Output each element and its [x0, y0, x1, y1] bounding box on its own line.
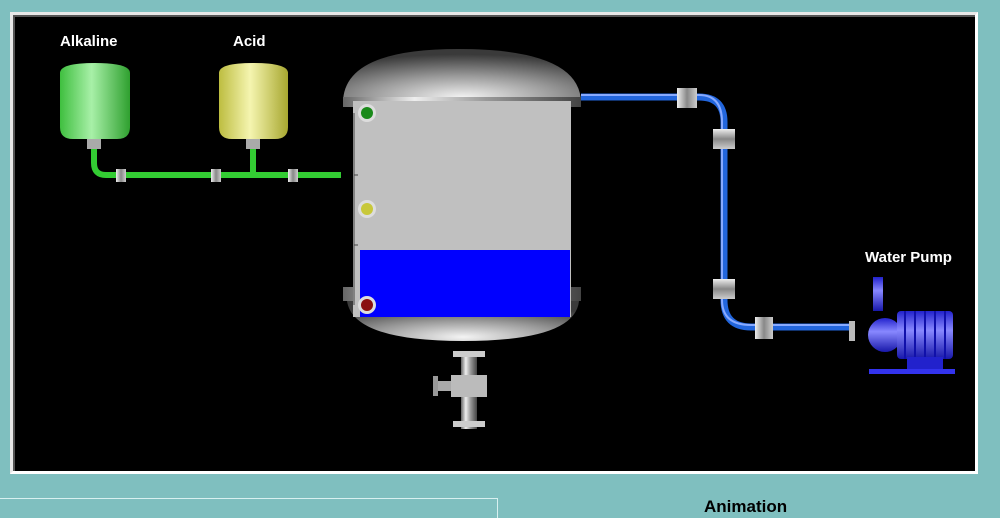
pipe-coupling — [713, 279, 735, 299]
acid-label: Acid — [233, 33, 266, 50]
alkaline-tank — [60, 63, 130, 149]
process-diagram — [60, 49, 955, 429]
process-display: Alkaline Acid Water Pump — [10, 12, 978, 474]
water-pump-label: Water Pump — [865, 249, 952, 266]
footer-title: Animation — [704, 497, 788, 516]
pipe-coupling — [677, 88, 697, 108]
water-pump-icon[interactable] — [849, 277, 955, 374]
pipe-coupling — [713, 129, 735, 149]
alkaline-label: Alkaline — [60, 33, 118, 50]
acid-tank — [219, 63, 288, 149]
water-pipe — [581, 93, 853, 331]
alkaline-pipe — [91, 149, 341, 178]
tank-liquid — [360, 250, 570, 317]
mixing-tank — [343, 49, 581, 341]
pipe-coupling — [755, 317, 773, 339]
status-panel — [0, 498, 498, 518]
water-pipe-highlight — [581, 94, 853, 326]
pipe-coupling — [211, 169, 221, 182]
pipe-coupling — [116, 169, 126, 182]
pipe-coupling — [288, 169, 298, 182]
drain-valve[interactable] — [433, 351, 487, 429]
